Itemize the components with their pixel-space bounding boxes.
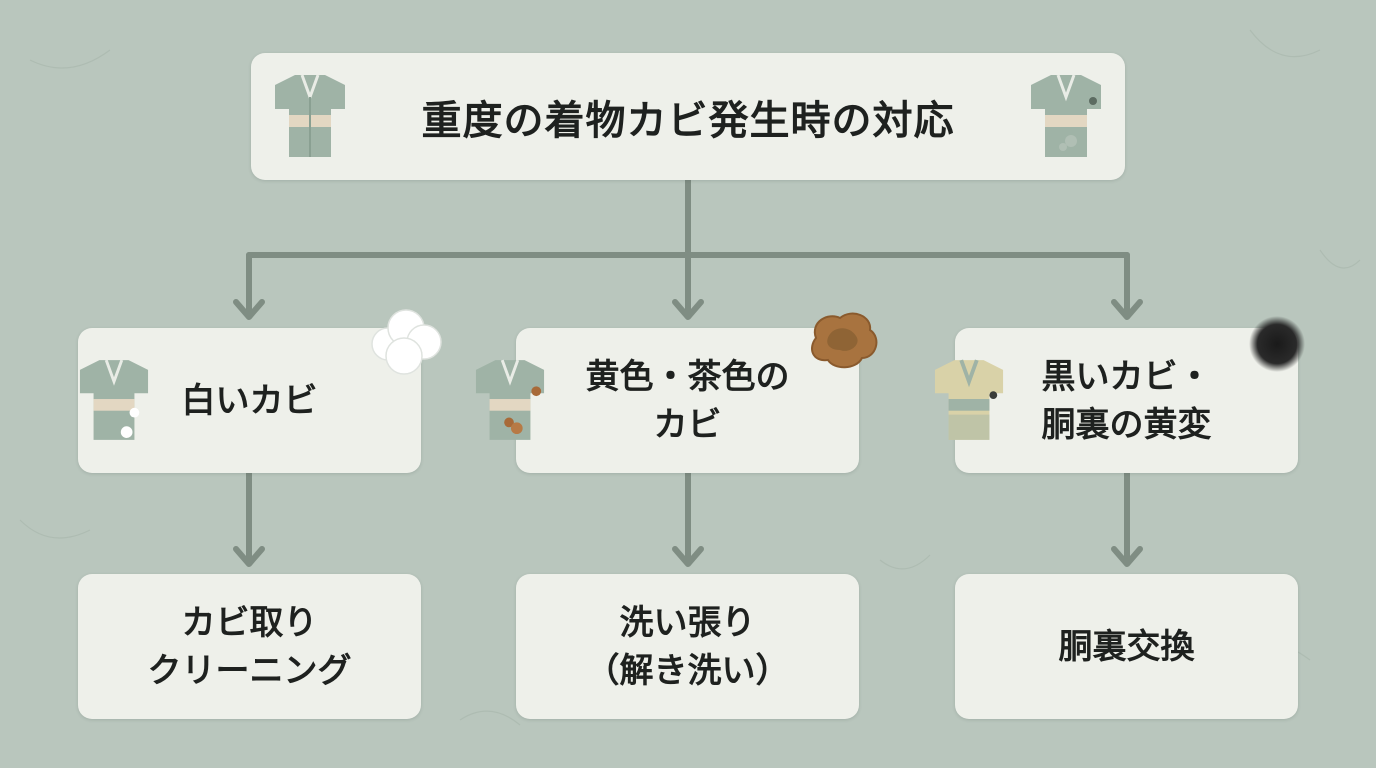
category-box-black-mold: 黒いカビ・ 胴裏の黄変 bbox=[934, 316, 1305, 473]
result-label: 胴裏交換 bbox=[1058, 626, 1195, 667]
arrow-head-4 bbox=[233, 546, 265, 567]
kimono-mold-icon bbox=[1031, 74, 1101, 157]
category-label: 黄色・茶色の カビ bbox=[585, 356, 790, 445]
title-box: 重度の着物カビ発生時の対応 bbox=[251, 53, 1125, 180]
result-box-washing: 洗い張り （解き洗い） bbox=[516, 574, 859, 719]
arrow-head-1 bbox=[233, 299, 265, 320]
result-box-lining-replacement: 胴裏交換 bbox=[955, 574, 1298, 719]
arrow-head-3 bbox=[1111, 299, 1143, 320]
kimono-icon bbox=[79, 359, 149, 440]
result-box-cleaning: カビ取り クリーニング bbox=[78, 574, 421, 719]
brown-stain-icon bbox=[811, 312, 878, 369]
black-mold-spot-icon bbox=[1249, 316, 1305, 372]
kimono-icon bbox=[475, 359, 545, 440]
page-title: 重度の着物カビ発生時の対応 bbox=[421, 97, 955, 144]
kimono-yellowed-icon bbox=[934, 359, 1004, 440]
category-label: 白いカビ bbox=[181, 380, 318, 421]
category-label: 黒いカビ・ 胴裏の黄変 bbox=[1041, 356, 1212, 445]
result-label: 洗い張り （解き洗い） bbox=[585, 602, 790, 691]
arrow-head-2 bbox=[672, 299, 704, 320]
white-mold-cloud-icon bbox=[371, 309, 442, 375]
kimono-icon bbox=[275, 74, 345, 157]
result-label: カビ取り クリーニング bbox=[147, 602, 352, 691]
arrow-head-5 bbox=[672, 546, 704, 567]
category-box-brown-mold: 黄色・茶色の カビ bbox=[475, 312, 878, 473]
arrow-head-6 bbox=[1111, 546, 1143, 567]
category-box-white-mold: 白いカビ bbox=[78, 309, 442, 473]
